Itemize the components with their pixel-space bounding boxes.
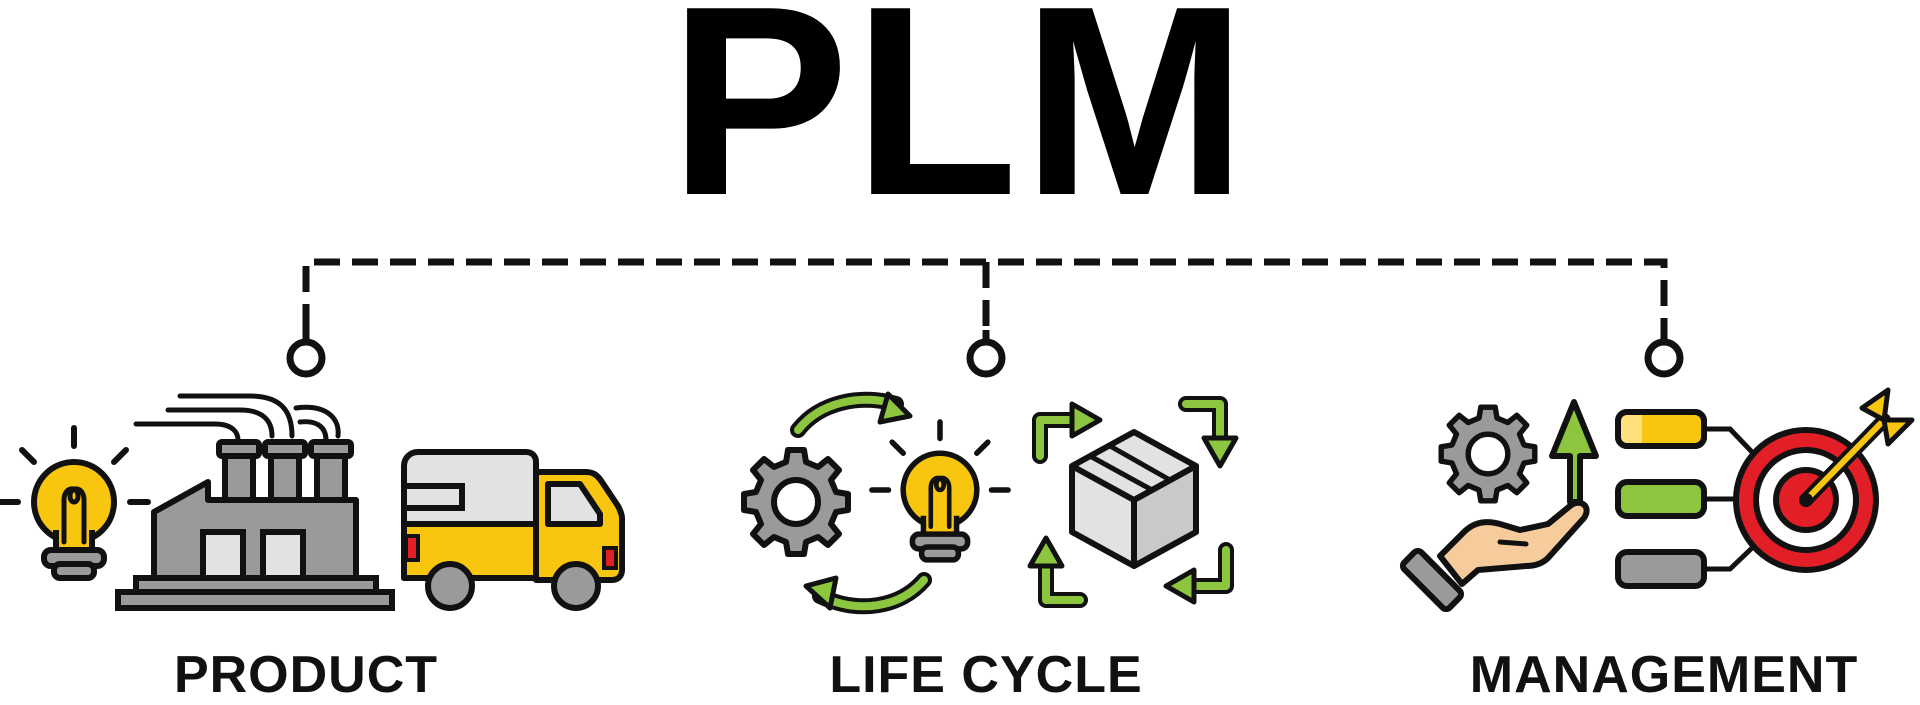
lightbulb-icon [0, 428, 148, 578]
corner-arrow-bottom-right [1163, 542, 1234, 605]
box-icon [1027, 396, 1239, 608]
dashed-connector [302, 258, 1668, 330]
label-life-cycle: LIFE CYCLE [829, 646, 1143, 704]
connector-node-product [286, 330, 326, 378]
task-bars-icon [1615, 409, 1754, 589]
corner-arrow-bottom-left [1027, 535, 1088, 608]
up-arrow-icon [1549, 399, 1599, 505]
factory-icon [115, 393, 395, 611]
corner-arrow-top-right [1178, 396, 1239, 469]
hand-gear-icon [1399, 407, 1590, 613]
cycle-arrows-icon [790, 391, 932, 615]
label-product: PRODUCT [173, 646, 439, 704]
corner-arrow-top-left [1032, 401, 1103, 464]
label-management: MANAGEMENT [1469, 646, 1859, 704]
gear-icon [744, 450, 848, 554]
target-icon [1733, 387, 1915, 573]
lightbulb-icon [872, 422, 1008, 560]
page-title: PLM [669, 0, 1251, 252]
connector-node-life-cycle [966, 330, 1006, 378]
truck-icon [401, 449, 625, 611]
connector-node-management [1644, 330, 1684, 378]
